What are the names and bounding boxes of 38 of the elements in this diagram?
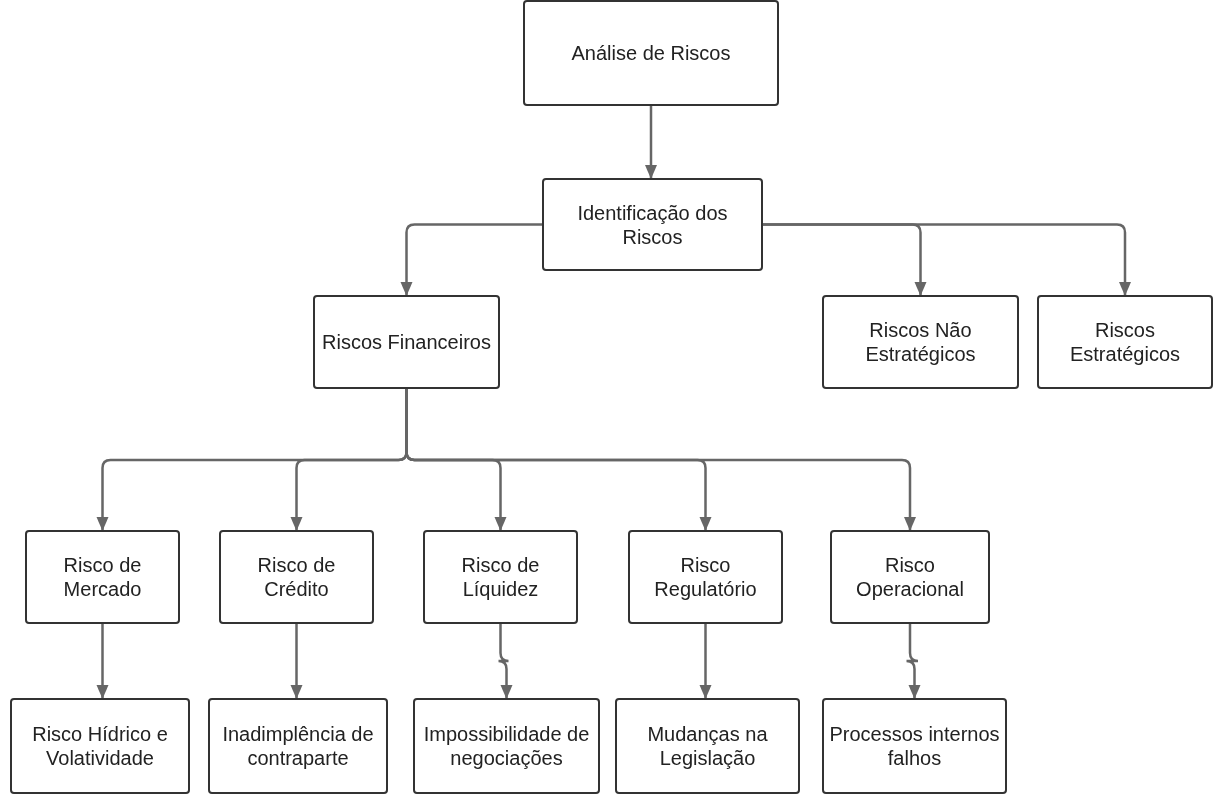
process-box [542,178,763,271]
box-label: Impossibilidade de negociações [422,722,591,770]
process-box [208,698,388,794]
box-label: Inadimplência de contraparte [221,722,375,770]
arrow [497,624,513,699]
process-box [25,530,180,624]
arrow [699,624,712,699]
process-box [822,295,1019,389]
arrow [905,624,921,699]
box-label: Processos internos falhos [828,722,1001,770]
box-label: Análise de Riscos [570,41,732,65]
box-label: Risco Operacional [855,553,965,601]
process-box [423,530,578,624]
box-label: Riscos Financeiros [321,330,492,354]
arrow [290,624,303,699]
box-label: Risco de Líquidez [460,553,541,601]
box-label: Riscos Não Estratégicos [864,318,977,366]
box-label: Mudanças na Legislação [646,722,769,770]
process-box [615,698,800,794]
process-box [10,698,190,794]
process-box [822,698,1007,794]
process-box [830,530,990,624]
arrow [96,624,109,699]
box-label: Riscos Estratégicos [1068,318,1182,366]
process-box [219,530,374,624]
box-label: Risco Hídrico e Volatividade [31,722,169,770]
arrow [400,223,542,296]
box-label: Risco Regulatório [653,553,758,601]
box-label: Identificação dos Riscos [576,200,729,249]
process-box [523,0,779,106]
process-box [628,530,783,624]
box-label: Risco de Mercado [62,553,143,601]
box-label: Risco de Crédito [256,553,337,601]
process-box [413,698,600,794]
process-box [1037,295,1213,389]
arrow [645,106,657,179]
arrow [763,223,1131,296]
process-box [313,295,500,389]
